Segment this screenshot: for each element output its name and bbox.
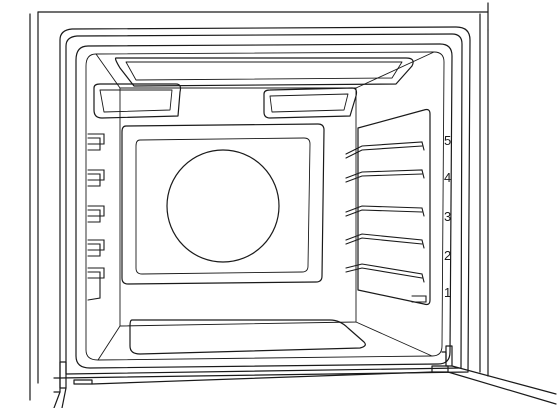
- open-door-edge: [53, 365, 557, 408]
- rack-level-label: 2: [444, 248, 451, 263]
- left-rack-runners: [87, 133, 105, 301]
- right-rack-runners: [345, 108, 431, 306]
- rack-level-label: 5: [444, 133, 451, 148]
- convection-fan-icon: [166, 149, 280, 263]
- rack-level-label: 4: [444, 170, 451, 185]
- oven-floor: [129, 319, 366, 355]
- oven-cavity: [75, 43, 453, 369]
- rack-level-label: 1: [444, 285, 451, 300]
- oven-front-opening: [59, 26, 471, 379]
- rack-level-labels: 5 4 3 2 1: [444, 133, 451, 300]
- oven-outer-frame: [29, 2, 489, 401]
- rack-level-label: 3: [444, 209, 451, 224]
- rear-fan-cover: [121, 123, 325, 285]
- top-heating-element: [93, 57, 414, 119]
